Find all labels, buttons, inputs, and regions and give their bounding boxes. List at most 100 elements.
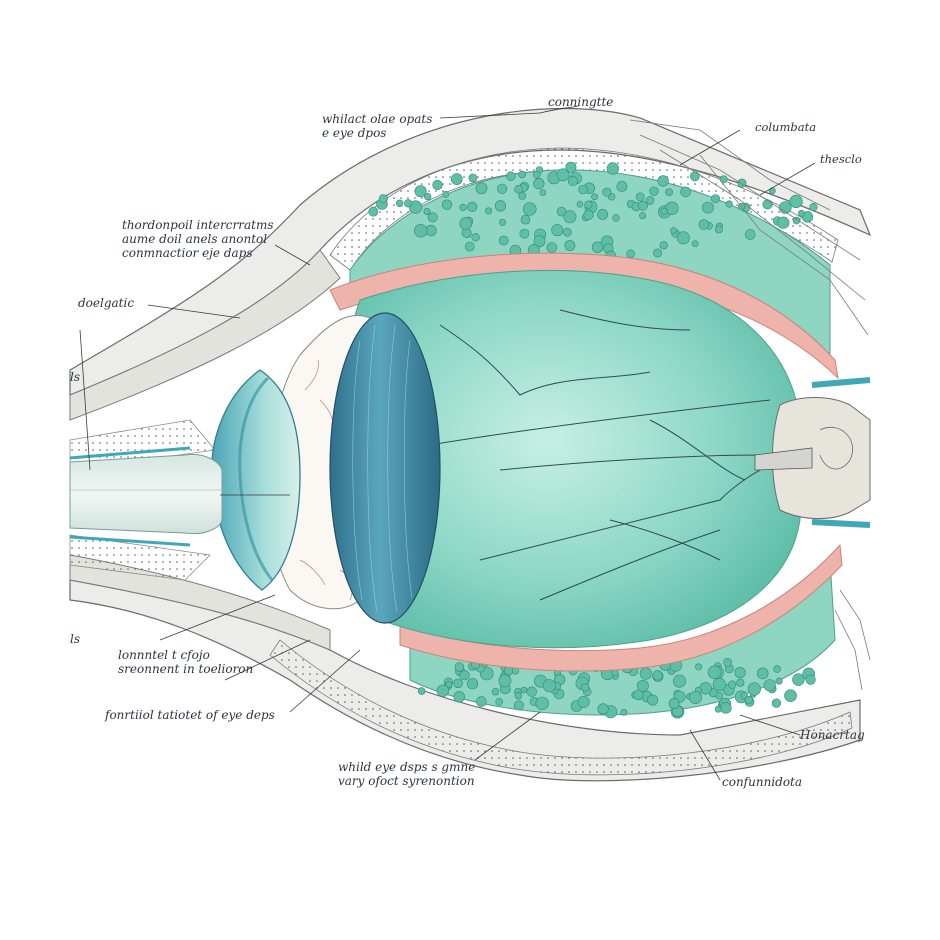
fat-globule (404, 199, 413, 208)
fat-globule (670, 227, 677, 234)
fat-globule (417, 687, 426, 695)
fat-globule (476, 696, 487, 707)
fat-globule (635, 192, 645, 202)
fat-globule (432, 179, 443, 191)
fat-globule (710, 194, 720, 204)
fat-globule (715, 691, 724, 700)
fat-globule (653, 248, 662, 258)
fat-globule (533, 178, 545, 190)
fat-globule (436, 684, 450, 697)
fat-globule (506, 171, 516, 181)
fat-globule (698, 219, 709, 230)
fat-globule (665, 188, 673, 197)
fat-globule (551, 224, 564, 237)
fat-globule (494, 200, 507, 212)
fat-globule (583, 209, 594, 220)
fat-globule (734, 666, 746, 679)
fat-globule (727, 680, 737, 689)
fat-globule (680, 186, 691, 198)
fat-globule (468, 173, 478, 183)
fat-globule (775, 677, 783, 685)
fat-globule (459, 670, 470, 681)
fat-globule (414, 185, 427, 198)
fat-globule (691, 240, 699, 247)
fat-globule (526, 686, 537, 697)
fat-globule (459, 203, 467, 212)
fat-globule (659, 241, 668, 250)
fat-globule (645, 196, 655, 205)
fat-globule (497, 183, 508, 194)
fat-globule (576, 201, 584, 208)
fat-globule (514, 691, 523, 700)
fat-globule (660, 207, 668, 215)
fat-globule (591, 241, 604, 253)
fat-globule (602, 187, 612, 197)
fat-globule (714, 705, 722, 713)
fat-globule (520, 686, 528, 694)
fat-globule (789, 194, 803, 208)
fat-globule (454, 662, 465, 672)
fat-globule (498, 218, 506, 226)
label-upper-left: thordonpoil intercrratms aume doil anels… (122, 218, 274, 260)
fat-globule (464, 241, 475, 252)
tendon-fibers (629, 119, 871, 691)
fat-globule (423, 208, 431, 216)
fat-globule (498, 235, 509, 246)
fat-globule (542, 679, 556, 693)
fat-globule (563, 210, 577, 224)
fat-globule (626, 249, 635, 259)
fat-globule (427, 212, 438, 223)
fat-globule (672, 674, 686, 688)
fat-globule (532, 171, 541, 179)
fat-globule (453, 678, 463, 689)
fat-globule (805, 674, 816, 685)
fat-globule (616, 180, 628, 192)
fat-globule (414, 224, 428, 238)
fat-globule (712, 677, 726, 692)
fat-globule (522, 202, 537, 216)
fat-globule (518, 191, 527, 200)
fat-globule (723, 658, 732, 667)
fat-globule (539, 189, 547, 196)
fat-globule (747, 682, 761, 696)
fat-globule (612, 214, 620, 222)
fat-globule (495, 697, 504, 706)
fat-globule (633, 689, 644, 701)
fat-globule (567, 176, 578, 187)
fat-globule (649, 186, 659, 196)
fat-globule (498, 674, 512, 688)
fat-globule (513, 700, 524, 711)
label-left-lower-edge: ls (70, 632, 80, 646)
fat-globule (636, 679, 649, 692)
fat-globule (396, 199, 404, 208)
fat-globule (792, 216, 801, 225)
fat-globule (756, 667, 769, 680)
fat-globule (533, 235, 546, 248)
fat-globule (491, 687, 500, 696)
fat-globule (762, 199, 773, 210)
fat-globule (577, 695, 590, 708)
fat-globule (768, 187, 776, 195)
retinal-vessels (429, 309, 776, 601)
lens (329, 312, 441, 624)
fat-globule (466, 678, 479, 690)
fat-globule (519, 228, 530, 239)
fat-globule (809, 203, 818, 212)
fat-globule (665, 201, 679, 216)
fat-globule (744, 695, 753, 705)
fat-globule (792, 673, 805, 686)
fat-globule (467, 201, 478, 212)
fat-globule (520, 214, 531, 225)
fat-globule (606, 162, 619, 175)
label-lower-left-1: lonnntel t cfojo sreonnent in toelioron (118, 648, 254, 676)
label-left-edge: ls (70, 370, 80, 384)
fat-globule (773, 665, 781, 673)
fat-globule (688, 690, 702, 704)
fat-globule (719, 701, 732, 714)
fat-globule (719, 175, 728, 184)
fat-globule (514, 185, 523, 194)
fat-globules (368, 161, 818, 719)
fat-globule (725, 200, 733, 208)
anterior-tube (69, 446, 225, 547)
fat-globule (690, 171, 700, 182)
